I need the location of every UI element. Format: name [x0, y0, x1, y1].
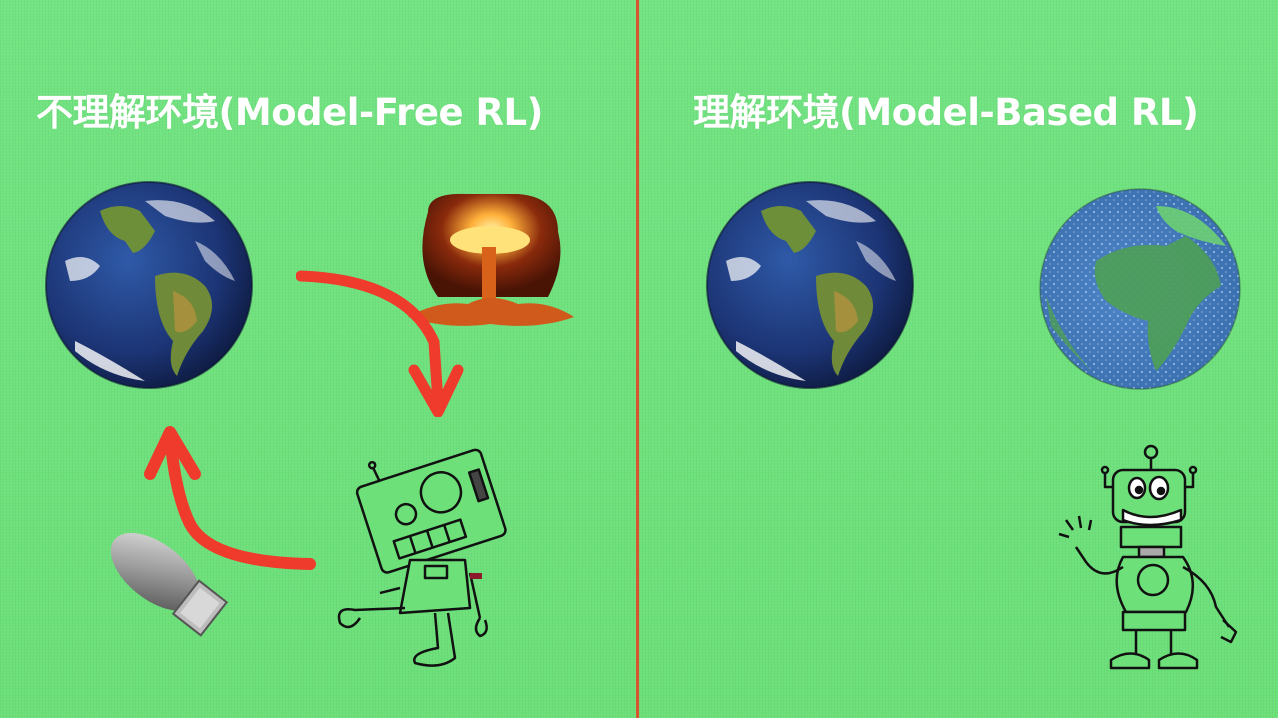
model-free-title: 不理解环境(Model-Free RL) [36, 91, 543, 134]
panel-divider [636, 0, 639, 718]
curved-arrow-down-icon [296, 262, 471, 417]
earth-icon [706, 181, 914, 389]
robot-icon [330, 448, 520, 673]
robot-icon [1051, 442, 1241, 677]
mushroom-cloud-icon [408, 192, 574, 332]
model-based-panel: 理解环境(Model-Based RL) [641, 0, 1278, 718]
earth-icon [45, 181, 253, 389]
curved-arrow-up-icon [140, 424, 320, 574]
bomb-icon [94, 520, 234, 650]
model-free-panel: 不理解环境(Model-Free RL) [0, 0, 637, 718]
model-based-title: 理解环境(Model-Based RL) [693, 91, 1199, 134]
virtual-earth-icon [1036, 186, 1244, 392]
